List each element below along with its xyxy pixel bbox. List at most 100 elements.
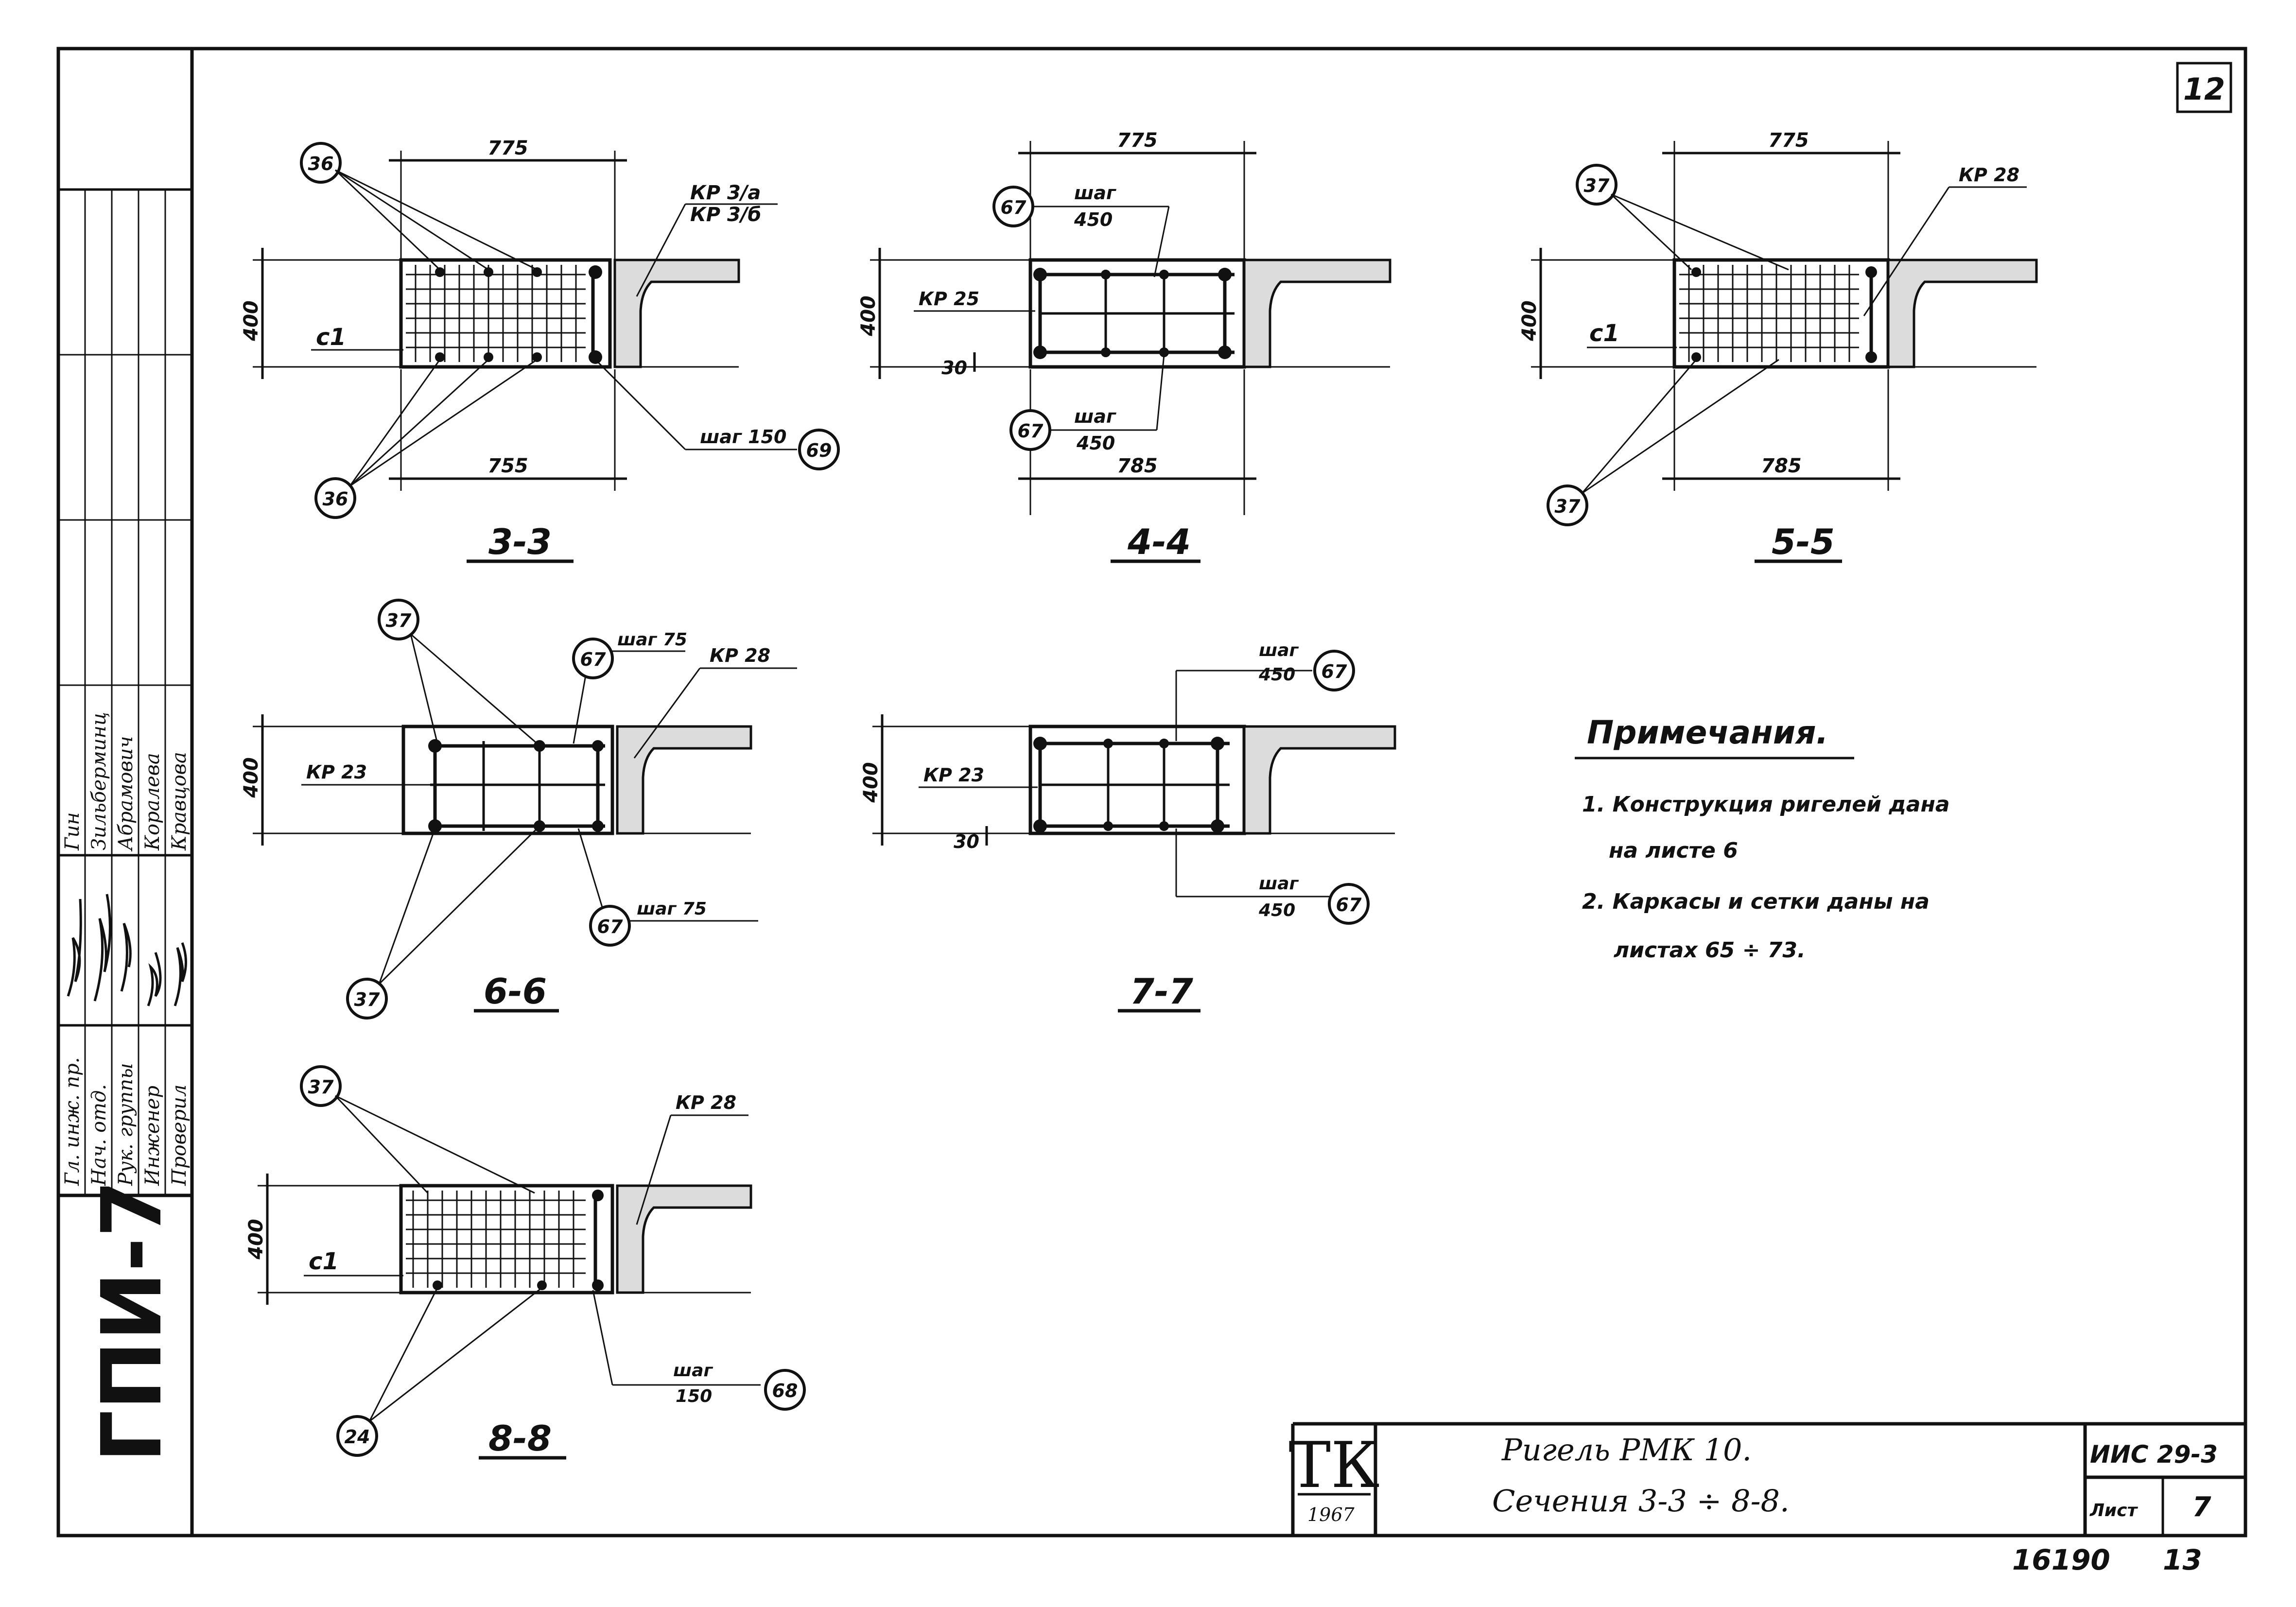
s33-pos-bottom: 36 <box>323 488 348 510</box>
s66-step-top: шаг 75 <box>617 630 687 650</box>
title-block: ТК 1967 Ригель РМК 10. Сечения 3-3 ÷ 8-8… <box>1288 1424 2245 1536</box>
s77-step-bottom: шаг <box>1259 874 1299 894</box>
section-3-3: 400 775 755 с1 КР 3/а КР 3/б 36 36 шаг 1… <box>240 137 840 563</box>
s44-dim-height: 400 <box>857 295 880 337</box>
s88-kp: КР 28 <box>676 1092 736 1113</box>
s77-title: 7-7 <box>1130 971 1193 1012</box>
s55-pos-bottom-circle <box>1547 484 1588 526</box>
s88-pos-top-circle <box>300 1065 342 1107</box>
notes: Примечания. 1. Конструкция ригелей дана … <box>1575 714 1950 963</box>
s33-kp-b: КР 3/б <box>690 204 761 226</box>
notes-line-4: листах 65 ÷ 73. <box>1614 938 1806 963</box>
signatures <box>67 894 187 1006</box>
stamp-role-4: Инженер <box>141 1086 164 1186</box>
stamp-name-2: Зильберминц <box>88 712 110 850</box>
s33-pos-step: 69 <box>806 440 832 461</box>
tk-year: 1967 <box>1307 1504 1355 1525</box>
s33-dim-height: 400 <box>240 300 262 342</box>
s88-title: 8-8 <box>488 1418 552 1459</box>
outer-frame <box>56 47 2247 1538</box>
sheet-number: 12 <box>2183 71 2225 107</box>
series-code: ИИС 29-3 <box>2090 1440 2218 1469</box>
mesh-3-3 <box>406 265 586 362</box>
s88-step: шаг <box>673 1361 713 1381</box>
section-7-7: 400 30 КР 23 шаг 450 67 шаг 450 67 7-7 <box>860 640 1396 1013</box>
s88-pos-step-circle <box>764 1369 806 1411</box>
s55-dim-bottom: 785 <box>1761 455 1802 477</box>
stamp-role-1: Гл. инж. пр. <box>61 1057 84 1186</box>
s44-step-top: шаг <box>1074 182 1116 204</box>
s55-pos-top-circle <box>1576 164 1618 206</box>
s66-pos-bottom-circle <box>346 978 388 1019</box>
s88-dim-height: 400 <box>245 1219 267 1260</box>
s77-pos-bottom-circle <box>1328 883 1370 925</box>
side-stamp: Гл. инж. пр. Нач. отд. Рук. группы Инжен… <box>58 188 192 1463</box>
tk-logo: ТК <box>1288 1428 1379 1502</box>
s66-pos-top-circle <box>378 599 419 640</box>
s44-step-top-val: 450 <box>1074 209 1113 230</box>
s66-pos-bottom: 37 <box>354 989 380 1010</box>
s33-dim-top: 775 <box>487 137 528 159</box>
s77-pos-bottom: 67 <box>1336 894 1362 916</box>
stamp-name-5: Кравцова <box>168 752 191 851</box>
notes-line-2: на листе 6 <box>1609 838 1738 863</box>
s33-pos-step-circle <box>798 429 840 470</box>
sheet-label: Лист <box>2089 1501 2138 1521</box>
s77-pos-top: 67 <box>1322 661 1347 682</box>
stamp-role-2: Нач. отд. <box>88 1084 110 1186</box>
sheet-value: 7 <box>2192 1491 2211 1523</box>
s66-pos-top: 37 <box>386 610 412 631</box>
s77-pos-top-circle <box>1313 650 1355 691</box>
s33-kp-a: КР 3/а <box>690 182 761 204</box>
s66-pos-mid-bottom-circle <box>589 905 631 947</box>
s44-kp: КР 25 <box>919 288 979 310</box>
s66-dim-height: 400 <box>240 757 262 798</box>
s77-dim-cover: 30 <box>954 831 979 852</box>
title-line-1: Ригель РМК 10. <box>1501 1432 1752 1468</box>
s44-title: 4-4 <box>1127 521 1191 562</box>
s55-kp: КР 28 <box>1959 164 2019 186</box>
s66-pos-mid-top: 67 <box>580 649 606 670</box>
s77-step-bottom-val: 450 <box>1258 900 1295 920</box>
s33-dim-bottom: 755 <box>487 455 528 477</box>
s55-mesh-mark: с1 <box>1589 320 1619 347</box>
footer-code-1: 16190 <box>2012 1543 2110 1576</box>
section-5-5: 400 775 785 с1 КР 28 37 37 5-5 <box>1518 129 2038 563</box>
footer-code-2: 13 <box>2163 1543 2202 1576</box>
s44-step-bottom: шаг <box>1074 406 1116 427</box>
s44-dim-cover: 30 <box>941 357 967 379</box>
s88-mesh-mark: с1 <box>309 1248 339 1275</box>
title-line-2: Сечения 3-3 ÷ 8-8. <box>1492 1483 1790 1519</box>
s55-dim-top: 775 <box>1768 129 1809 152</box>
s55-pos-top: 37 <box>1584 175 1610 196</box>
mesh-5-5 <box>1679 265 1859 362</box>
notes-title: Примечания. <box>1587 714 1828 751</box>
s77-step-top-val: 450 <box>1258 665 1295 685</box>
s66-step-bottom: шаг 75 <box>637 899 707 919</box>
s77-kp: КР 23 <box>923 764 984 786</box>
notes-line-1: 1. Конструкция ригелей дана <box>1582 792 1950 817</box>
notes-line-3: 2. Каркасы и сетки даны на <box>1582 889 1930 914</box>
s55-title: 5-5 <box>1772 521 1835 562</box>
s88-pos-bottom: 24 <box>345 1426 370 1448</box>
stamp-role-3: Рук. группы <box>115 1063 137 1186</box>
s55-dim-height: 400 <box>1518 300 1541 342</box>
section-4-4: 400 30 775 785 КР 25 67 шаг 450 67 шаг 4… <box>857 129 1392 563</box>
s33-step: шаг 150 <box>700 426 786 448</box>
section-6-6: 400 КР 23 37 37 67 шаг 75 КР 28 67 шаг 7… <box>240 599 797 1019</box>
s66-pos-mid-bottom: 67 <box>597 916 623 937</box>
s44-pos-bottom: 67 <box>1018 420 1044 442</box>
s66-title: 6-6 <box>484 971 547 1012</box>
s77-dim-height: 400 <box>860 762 882 803</box>
stamp-name-1: Гин <box>61 812 84 851</box>
s44-dim-top: 775 <box>1117 129 1158 152</box>
s88-pos-step: 68 <box>772 1380 798 1401</box>
s44-step-bottom-val: 450 <box>1076 432 1115 454</box>
s88-pos-bottom-circle <box>336 1415 378 1457</box>
s44-dim-bottom: 785 <box>1117 455 1158 477</box>
section-8-8: 400 с1 КР 28 37 24 шаг 150 68 8-8 <box>245 1065 806 1460</box>
sheet-number-box <box>2176 62 2232 113</box>
s33-mesh-mark: с1 <box>316 324 346 351</box>
s44-pos-top: 67 <box>1001 197 1026 218</box>
